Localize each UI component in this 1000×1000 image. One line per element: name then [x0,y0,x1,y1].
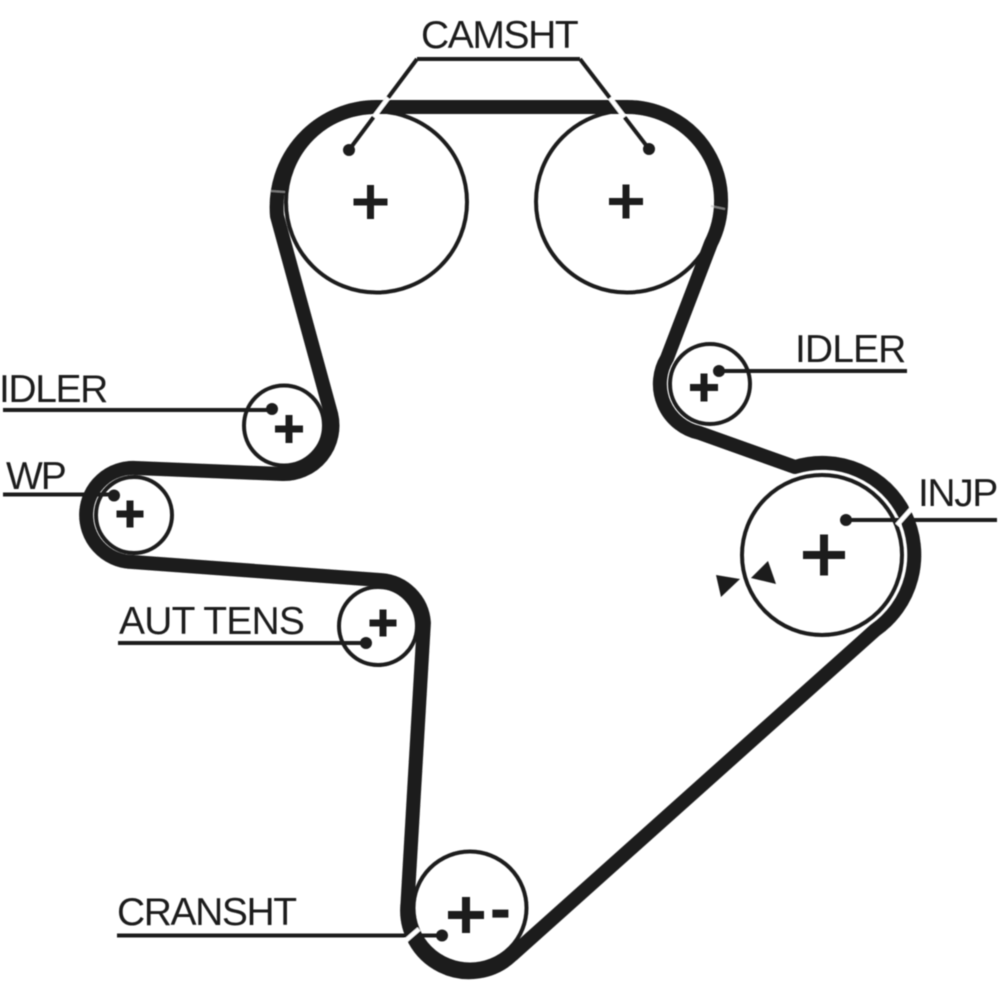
svg-text:AUT TENS: AUT TENS [119,600,304,643]
svg-text:IDLER: IDLER [0,368,107,411]
svg-text:IDLER: IDLER [795,328,905,371]
svg-text:CAMSHT: CAMSHT [421,14,578,57]
svg-text:WP: WP [6,455,65,498]
svg-text:INJP: INJP [918,472,997,515]
svg-text:CRANSHT: CRANSHT [117,891,296,934]
